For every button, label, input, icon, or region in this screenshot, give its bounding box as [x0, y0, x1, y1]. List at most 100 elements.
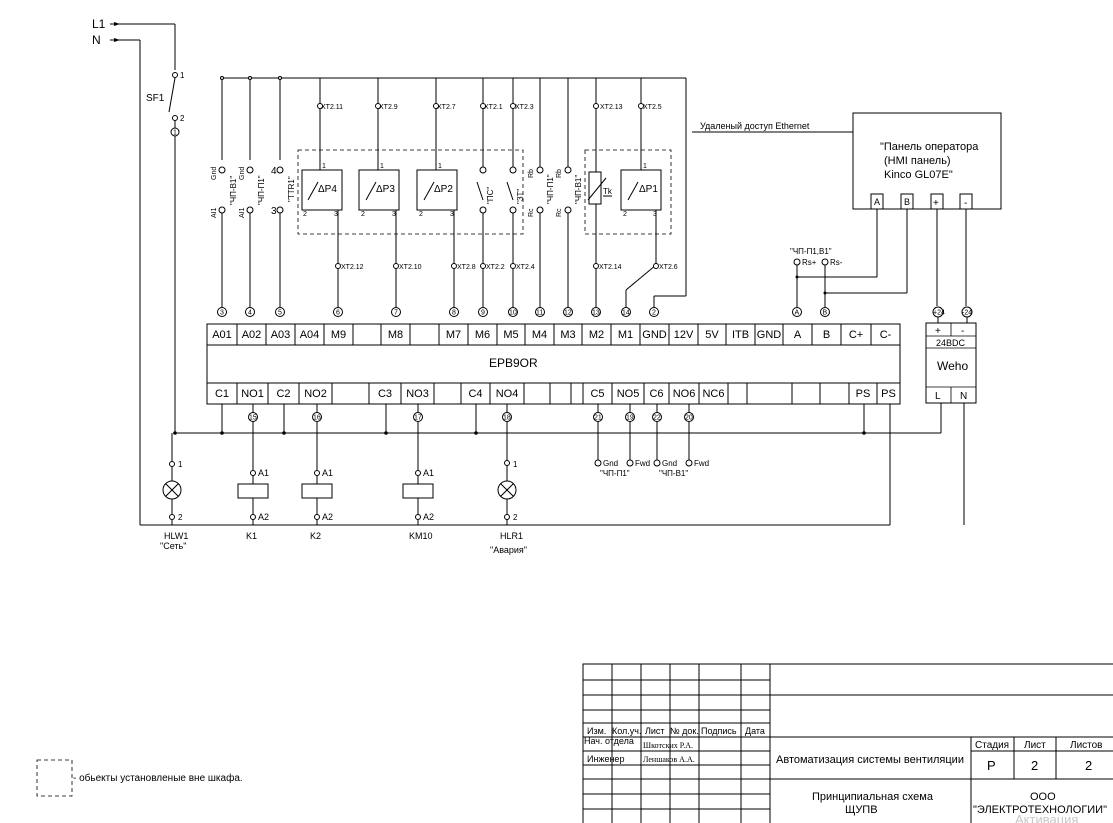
svg-text:3: 3 [450, 211, 454, 218]
svg-text:3: 3 [392, 211, 396, 218]
drive-contacts: Rb Rc "ЧП-П1" Rb Rc "ЧП-В1" [528, 166, 583, 217]
svg-text:"ЧП-В1": "ЧП-В1" [574, 175, 583, 204]
bottom-terminal-cell [570, 382, 584, 405]
bottom-terminal-label: C1 [215, 388, 229, 400]
svg-text:K1: K1 [246, 531, 257, 541]
top-terminal-label: A04 [300, 329, 320, 341]
svg-text:"Сеть": "Сеть" [160, 541, 186, 551]
svg-text:ΔP2: ΔP2 [434, 184, 453, 195]
svg-text:1: 1 [438, 163, 442, 170]
top-drops [220, 76, 644, 172]
svg-text:12: 12 [564, 310, 572, 317]
top-terminal-label: ITB [732, 329, 749, 341]
svg-text:Активация: Активация [1015, 812, 1078, 823]
svg-text:KM10: KM10 [409, 531, 433, 541]
svg-text:2: 2 [513, 513, 518, 522]
svg-text:"ПС": "ПС" [486, 187, 495, 204]
svg-text:7: 7 [394, 310, 398, 317]
external-group-1 [297, 149, 524, 235]
svg-text:XT2.10: XT2.10 [399, 264, 422, 271]
svg-text:2: 2 [623, 211, 627, 218]
svg-text:XT2.6: XT2.6 [659, 264, 678, 271]
top-terminal-label: M1 [618, 329, 633, 341]
svg-text:AI1: AI1 [211, 207, 218, 218]
svg-text:ЩУПВ: ЩУПВ [845, 804, 878, 816]
svg-text:Fwd: Fwd [694, 459, 709, 468]
svg-text:-24: -24 [962, 310, 972, 317]
svg-text:HLW1: HLW1 [164, 531, 188, 541]
svg-text:A2: A2 [322, 512, 333, 522]
svg-text:"ЧП-П1": "ЧП-П1" [257, 175, 266, 205]
svg-text:Подпись: Подпись [701, 726, 737, 736]
svg-text:2: 2 [1085, 758, 1092, 773]
lower-drops [335, 204, 659, 310]
hmi-panel: Удаленый доступ Ethernet "Панель операто… [692, 112, 1002, 306]
svg-text:Листов: Листов [1070, 740, 1103, 751]
svg-text:A1: A1 [322, 468, 333, 478]
svg-text:Weho: Weho [937, 359, 968, 373]
svg-text:XT2.14: XT2.14 [599, 264, 622, 271]
bottom-terminal-label: C4 [468, 388, 482, 400]
svg-text:"ЧП-В1": "ЧП-В1" [659, 469, 688, 478]
svg-text:AI1: AI1 [239, 207, 246, 218]
svg-text:Изм.: Изм. [587, 726, 606, 736]
svg-text:Автоматизация системы вентиляц: Автоматизация системы вентиляции [776, 754, 964, 766]
bottom-terminal-cell [791, 382, 821, 405]
svg-text:22: 22 [653, 415, 661, 422]
svg-text:1: 1 [178, 460, 183, 469]
external-group-2 [584, 149, 672, 235]
top-terminal-cell [352, 323, 382, 346]
top-terminal-label: GND [642, 329, 667, 341]
svg-text:6: 6 [336, 310, 340, 317]
svg-text:3: 3 [653, 211, 657, 218]
svg-text:13: 13 [592, 310, 600, 317]
svg-text:3: 3 [271, 206, 277, 217]
bottom-terminal-label: NO2 [304, 388, 327, 400]
svg-text:XT2.2: XT2.2 [486, 264, 505, 271]
svg-text:Инженер: Инженер [587, 754, 624, 764]
svg-text:+: + [933, 198, 939, 209]
bottom-terminal-cell [727, 382, 748, 405]
svg-text:XT2.9: XT2.9 [379, 104, 398, 111]
svg-text:Стадия: Стадия [975, 740, 1009, 751]
thermo-dp1: Tk 1 ΔP1 2 3 [587, 163, 662, 218]
bottom-terminal-label: PS [856, 388, 871, 400]
svg-text:Р: Р [987, 758, 996, 773]
svg-text:11: 11 [536, 310, 543, 317]
bottom-terminal-cell [876, 382, 901, 405]
svg-text:XT2.12: XT2.12 [341, 264, 364, 271]
svg-text:Кол.уч.: Кол.уч. [612, 726, 642, 736]
svg-text:4: 4 [248, 310, 252, 317]
bottom-terminal-label: PS [881, 388, 896, 400]
svg-text:Нач. отдела: Нач. отдела [584, 736, 634, 746]
bottom-terminal-label: C3 [378, 388, 392, 400]
svg-text:Gnd: Gnd [662, 459, 677, 468]
svg-text:1: 1 [180, 71, 185, 80]
svg-text:XT2.8: XT2.8 [457, 264, 476, 271]
svg-text:+: + [935, 326, 941, 337]
bottom-terminal-label: C5 [590, 388, 604, 400]
bottom-terminal-label: NO1 [241, 388, 264, 400]
svg-text:№ док.: № док. [670, 726, 699, 736]
bottom-terminal-cell [331, 382, 370, 405]
svg-text:5: 5 [278, 310, 282, 317]
svg-text:- обьекты установленые вне шка: - обьекты установленые вне шкафа. [73, 772, 243, 784]
svg-text:A1: A1 [258, 468, 269, 478]
top-terminal-label: M7 [446, 329, 461, 341]
svg-text:8: 8 [452, 310, 456, 317]
svg-text:Rs+: Rs+ [802, 258, 817, 267]
svg-text:2: 2 [1031, 758, 1038, 773]
top-terminal-label: M3 [560, 329, 575, 341]
top-terminal-label: B [823, 329, 830, 341]
svg-text:-: - [961, 326, 964, 337]
bottom-terminal-label: C6 [649, 388, 663, 400]
svg-text:2: 2 [180, 114, 185, 123]
svg-text:24BDC: 24BDC [936, 338, 966, 348]
loads: 1 2 HLW1 "Сеть" A1 A2 K1 A1 A2 K2 A1 [160, 433, 527, 555]
fwd-groups: Gnd Fwd "ЧП-П1" Gnd Fwd "ЧП-В1" [594, 459, 709, 478]
l1-label: L1 [92, 17, 106, 31]
svg-text:Дата: Дата [745, 726, 765, 736]
svg-text:2: 2 [303, 211, 307, 218]
